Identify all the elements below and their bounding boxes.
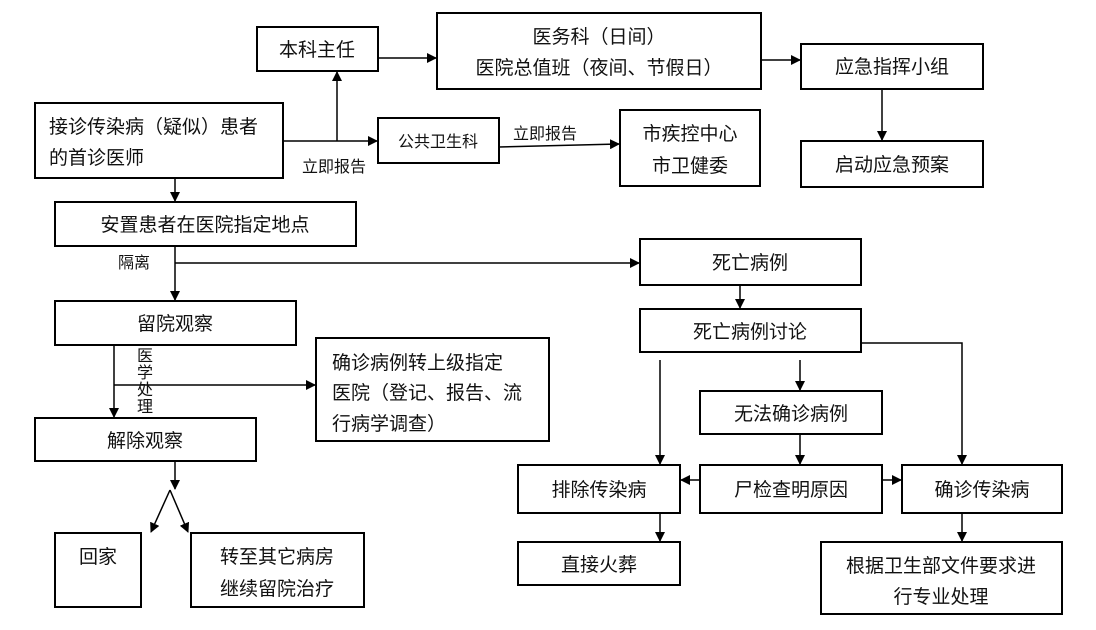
node-observe: 留院观察 bbox=[54, 300, 297, 346]
arrow-to-confirmed bbox=[861, 342, 967, 465]
label-report-now-cdc: 立即报告 bbox=[513, 124, 577, 143]
label-medical-treatment: 医 学 处 理 bbox=[137, 346, 153, 416]
node-first-doctor: 接诊传染病（疑似）患者 的首诊医师 bbox=[34, 102, 284, 179]
node-autopsy: 尸检查明原因 bbox=[699, 464, 883, 514]
svg-text:根据卫生部文件要求进: 根据卫生部文件要求进 bbox=[846, 555, 1036, 577]
svg-text:死亡病例: 死亡病例 bbox=[712, 252, 788, 274]
svg-text:排除传染病: 排除传染病 bbox=[551, 479, 646, 501]
node-go-home: 回家 bbox=[54, 532, 142, 608]
node-death-discussion: 死亡病例讨论 bbox=[639, 308, 862, 353]
arrow-to-transfer-ward bbox=[169, 489, 190, 533]
svg-text:无法确诊病例: 无法确诊病例 bbox=[734, 403, 848, 425]
node-undiagnosable: 无法确诊病例 bbox=[699, 390, 883, 435]
svg-text:公共卫生科: 公共卫生科 bbox=[398, 132, 478, 151]
svg-text:继续留院治疗: 继续留院治疗 bbox=[220, 578, 334, 600]
label-isolation: 隔离 bbox=[118, 253, 150, 272]
svg-text:医院总值班（夜间、节假日）: 医院总值班（夜间、节假日） bbox=[475, 57, 722, 79]
svg-text:本科主任: 本科主任 bbox=[279, 39, 355, 61]
svg-text:回家: 回家 bbox=[79, 546, 117, 568]
node-confirmed: 确诊传染病 bbox=[901, 464, 1063, 514]
svg-text:接诊传染病（疑似）患者: 接诊传染病（疑似）患者 bbox=[49, 116, 258, 138]
node-transfer-confirmed: 确诊病例转上级指定 医院（登记、报告、流 行病学调查） bbox=[315, 337, 550, 442]
arrow-to-go-home bbox=[150, 489, 171, 533]
svg-text:市疾控中心: 市疾控中心 bbox=[642, 123, 737, 145]
svg-text:安置患者在医院指定地点: 安置患者在医院指定地点 bbox=[100, 214, 309, 236]
node-medical-affairs: 医务科（日间） 医院总值班（夜间、节假日） bbox=[436, 12, 762, 90]
svg-text:行专业处理: 行专业处理 bbox=[893, 586, 988, 608]
svg-text:学: 学 bbox=[137, 363, 153, 382]
node-cdc: 市疾控中心 市卫健委 bbox=[619, 109, 761, 187]
svg-text:的首诊医师: 的首诊医师 bbox=[49, 147, 144, 169]
svg-text:确诊传染病: 确诊传染病 bbox=[934, 479, 1029, 501]
svg-text:启动应急预案: 启动应急预案 bbox=[835, 154, 949, 176]
svg-text:转至其它病房: 转至其它病房 bbox=[220, 546, 334, 568]
node-release: 解除观察 bbox=[34, 417, 257, 462]
node-place-patient: 安置患者在医院指定地点 bbox=[54, 201, 357, 247]
connectors bbox=[109, 53, 967, 542]
node-public-health: 公共卫生科 bbox=[377, 117, 500, 164]
svg-text:死亡病例讨论: 死亡病例讨论 bbox=[693, 321, 807, 343]
svg-text:行病学调查）: 行病学调查） bbox=[332, 413, 446, 435]
label-report-now: 立即报告 bbox=[302, 157, 366, 176]
arrow-to-cdc bbox=[498, 139, 620, 150]
svg-text:确诊病例转上级指定: 确诊病例转上级指定 bbox=[332, 352, 503, 374]
svg-text:医务科（日间）: 医务科（日间） bbox=[532, 26, 665, 48]
node-transfer-ward: 转至其它病房 继续留院治疗 bbox=[190, 532, 365, 608]
svg-text:医院（登记、报告、流: 医院（登记、报告、流 bbox=[332, 382, 522, 404]
node-emergency-plan: 启动应急预案 bbox=[800, 140, 984, 188]
svg-text:市卫健委: 市卫健委 bbox=[652, 155, 728, 177]
node-death-case: 死亡病例 bbox=[639, 238, 862, 286]
node-emergency-group: 应急指挥小组 bbox=[800, 43, 984, 90]
svg-text:应急指挥小组: 应急指挥小组 bbox=[835, 56, 949, 78]
node-exclude: 排除传染病 bbox=[517, 464, 681, 514]
node-cremation: 直接火葬 bbox=[517, 541, 681, 586]
svg-text:尸检查明原因: 尸检查明原因 bbox=[734, 479, 848, 501]
node-director: 本科主任 bbox=[256, 26, 379, 72]
svg-text:留院观察: 留院观察 bbox=[137, 313, 213, 335]
node-per-regulation: 根据卫生部文件要求进 行专业处理 bbox=[820, 541, 1063, 615]
svg-text:处: 处 bbox=[137, 380, 153, 399]
svg-text:医: 医 bbox=[137, 346, 153, 365]
svg-text:理: 理 bbox=[137, 397, 153, 416]
svg-text:直接火葬: 直接火葬 bbox=[561, 554, 637, 576]
svg-text:解除观察: 解除观察 bbox=[107, 430, 183, 452]
